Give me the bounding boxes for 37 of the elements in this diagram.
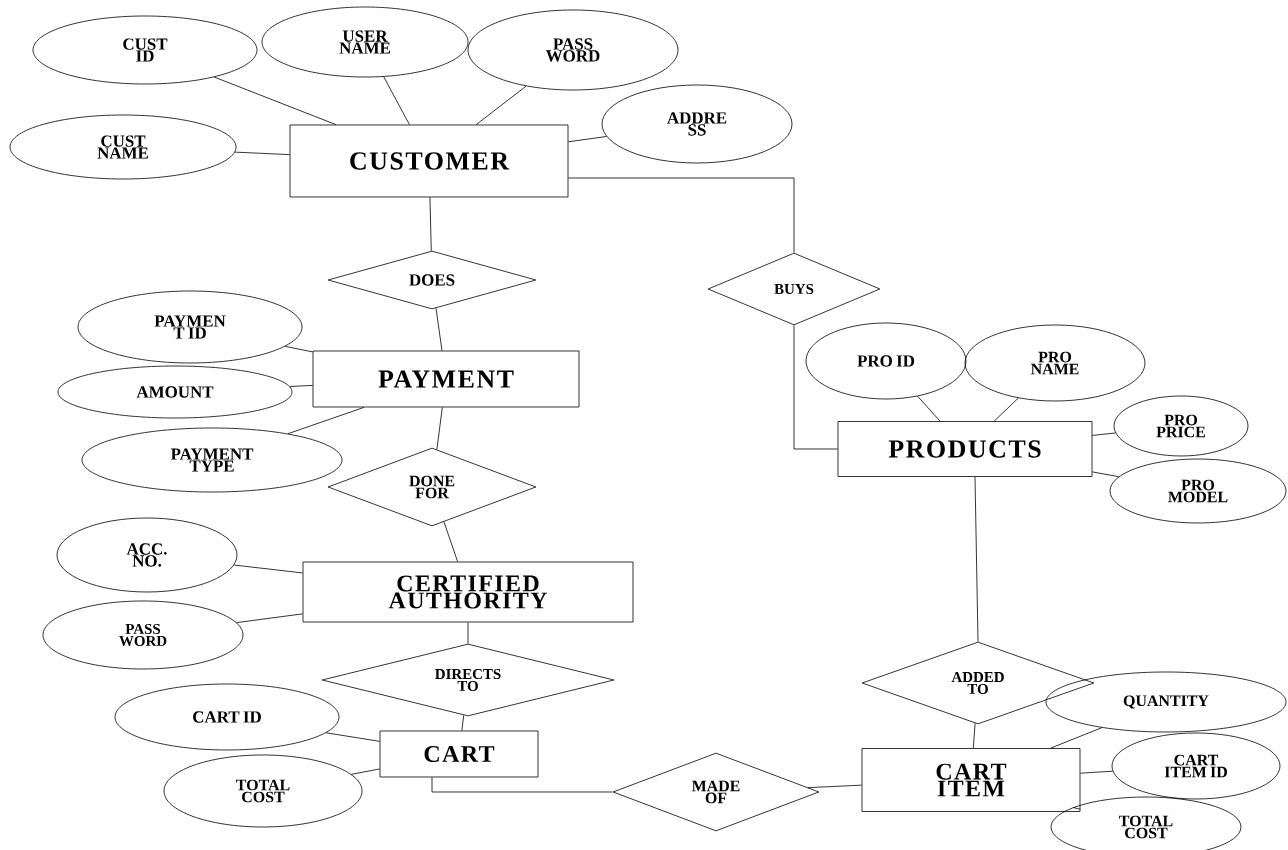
connector-line: [236, 613, 303, 623]
entity-box: PAYMENT: [312, 350, 580, 408]
connector-line: [974, 476, 979, 642]
connector-line: [1092, 471, 1120, 478]
connector-line: [383, 76, 410, 125]
connector-line: [461, 714, 465, 731]
entity-box: CERTIFIED AUTHORITY: [302, 561, 634, 623]
connector-line: [284, 345, 313, 353]
connector-line: [917, 395, 941, 422]
connector-line: [568, 136, 607, 143]
connector-line: [443, 521, 458, 562]
entity-box: CUSTOMER: [289, 124, 569, 198]
connector-line: [436, 407, 443, 450]
entity-box: PRODUCTS: [837, 421, 1093, 477]
connector-line: [807, 784, 862, 789]
connector-line: [1092, 432, 1116, 436]
connector-line: [213, 76, 337, 125]
entity-box: CART ITEM: [861, 748, 1081, 812]
connector-line: [435, 307, 443, 351]
connector-line: [475, 85, 527, 125]
connector-line: [233, 564, 303, 574]
connector-line: [289, 385, 313, 387]
connector-line: [287, 407, 365, 435]
connector-line: [1050, 727, 1103, 749]
entity-box: CART: [379, 730, 539, 778]
connector-line: [1080, 770, 1114, 774]
connector-line: [568, 177, 795, 253]
connector-line: [993, 397, 1019, 422]
connector-line: [350, 768, 380, 775]
connector-line: [325, 732, 380, 742]
connector-line: [1072, 807, 1081, 810]
connector-line: [429, 197, 432, 252]
connector-line: [431, 777, 613, 793]
connector-line: [793, 325, 838, 450]
connector-line: [467, 622, 469, 644]
connector-line: [972, 722, 976, 749]
connector-line: [234, 151, 290, 156]
